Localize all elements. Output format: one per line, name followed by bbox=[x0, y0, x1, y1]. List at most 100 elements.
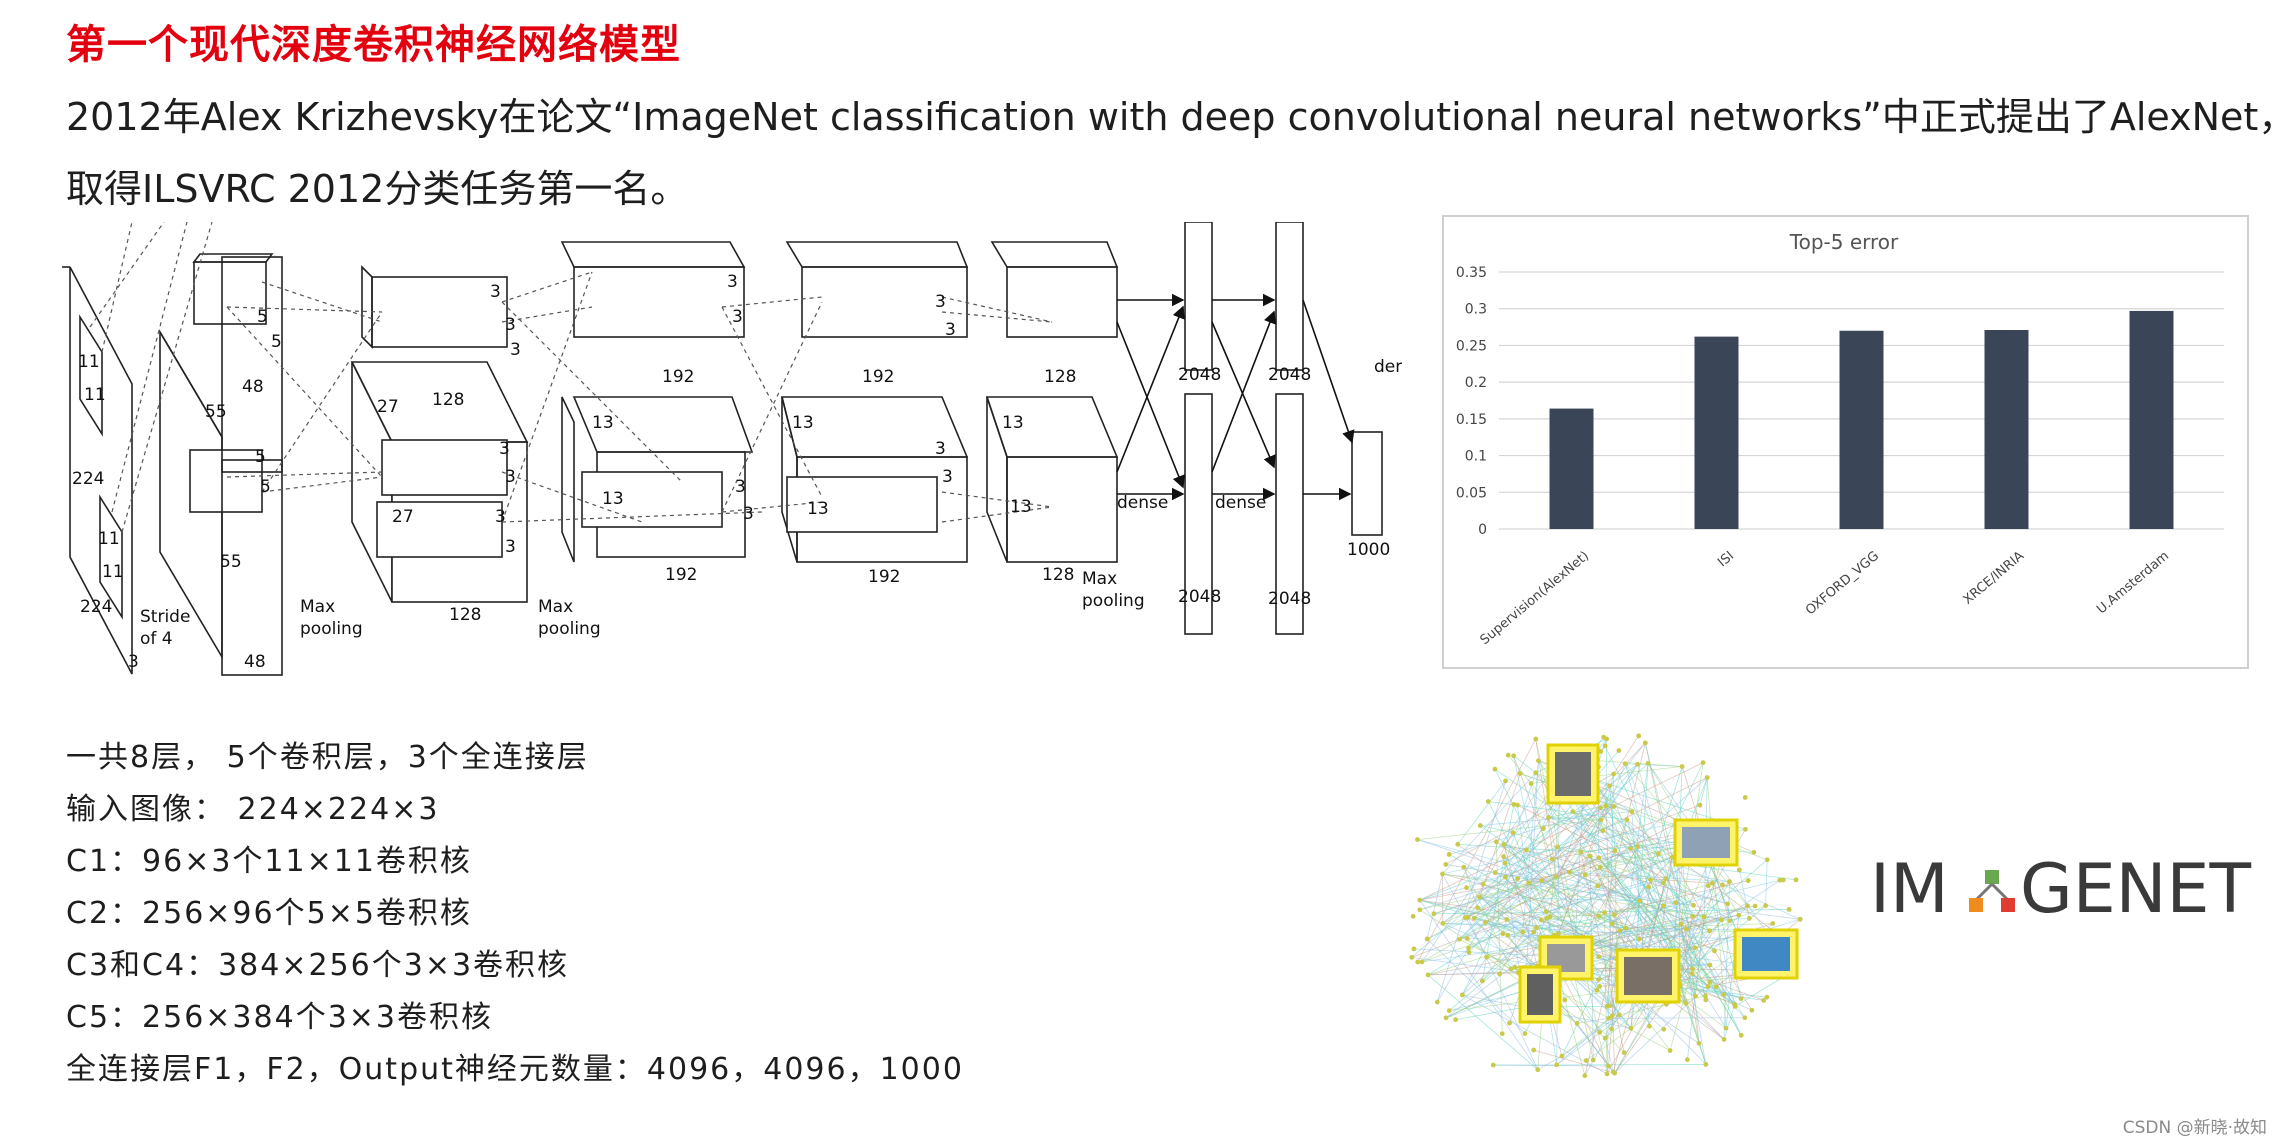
graph-node bbox=[1426, 972, 1431, 977]
graph-node bbox=[1794, 877, 1799, 882]
graph-node bbox=[1722, 1037, 1727, 1042]
graph-node bbox=[1787, 907, 1792, 912]
graph-node bbox=[1539, 918, 1544, 923]
graph-edge bbox=[1449, 806, 1614, 854]
label-3l: 3 bbox=[935, 292, 946, 312]
graph-node bbox=[1520, 930, 1525, 935]
label-27b: 27 bbox=[392, 507, 414, 527]
graph-node bbox=[1719, 917, 1724, 922]
y-tick-label: 0 bbox=[1478, 522, 1487, 538]
alexnet-architecture-diagram: 11 11 224 11 11 224 3 Stride of 4 5 5 48… bbox=[62, 222, 1402, 682]
graph-node bbox=[1596, 977, 1601, 982]
graph-edge bbox=[1420, 888, 1467, 900]
label-max1: Max bbox=[300, 597, 335, 617]
graph-node bbox=[1533, 737, 1538, 742]
spec-item: 一共8层， 5个卷积层，3个全连接层 bbox=[66, 732, 964, 784]
graph-node bbox=[1465, 915, 1470, 920]
graph-node bbox=[1412, 946, 1417, 951]
graph-node bbox=[1444, 1015, 1449, 1020]
label-2048b: 2048 bbox=[1268, 365, 1311, 385]
graph-node bbox=[1750, 1008, 1755, 1013]
graph-node bbox=[1629, 1026, 1634, 1031]
graph-node bbox=[1692, 945, 1697, 950]
label-3i: 3 bbox=[732, 307, 743, 327]
graph-node bbox=[1622, 1050, 1627, 1055]
label-dense2: dense bbox=[1215, 493, 1266, 513]
graph-node bbox=[1690, 971, 1695, 976]
graph-node bbox=[1483, 920, 1488, 925]
graph-node bbox=[1472, 916, 1477, 921]
graph-node bbox=[1617, 1012, 1622, 1017]
y-tick-label: 0.25 bbox=[1456, 338, 1487, 354]
graph-node bbox=[1536, 758, 1541, 763]
graph-node bbox=[1612, 804, 1617, 809]
graph-node bbox=[1467, 950, 1472, 955]
graph-node bbox=[1425, 937, 1430, 942]
label-2048a: 2048 bbox=[1178, 365, 1221, 385]
graph-node bbox=[1761, 998, 1766, 1003]
graph-node bbox=[1582, 1073, 1587, 1078]
label-3m: 3 bbox=[945, 320, 956, 340]
graph-node bbox=[1594, 988, 1599, 993]
label-3j: 3 bbox=[735, 477, 746, 497]
graph-node bbox=[1440, 921, 1445, 926]
graph-node bbox=[1637, 937, 1642, 942]
graph-node bbox=[1409, 955, 1414, 960]
graph-node bbox=[1661, 903, 1666, 908]
graph-node bbox=[1526, 880, 1531, 885]
graph-node bbox=[1505, 933, 1510, 938]
label-2048c: 2048 bbox=[1178, 587, 1221, 607]
graph-node bbox=[1534, 925, 1539, 930]
conv1-top-box bbox=[194, 262, 266, 324]
graph-node bbox=[1707, 928, 1712, 933]
label-max2: Max bbox=[538, 597, 573, 617]
label-3k: 3 bbox=[743, 504, 754, 524]
graph-node bbox=[1603, 744, 1608, 749]
graph-node bbox=[1465, 936, 1470, 941]
graph-node bbox=[1684, 927, 1689, 932]
label-13d: 13 bbox=[807, 499, 829, 519]
graph-node bbox=[1533, 770, 1538, 775]
label-3e: 3 bbox=[505, 467, 516, 487]
graph-node bbox=[1743, 827, 1748, 832]
graph-edge bbox=[1458, 781, 1506, 844]
graph-node bbox=[1706, 984, 1711, 989]
graph-node bbox=[1447, 1008, 1452, 1013]
label-3d: 3 bbox=[499, 439, 510, 459]
graph-node bbox=[1604, 803, 1609, 808]
graph-node bbox=[1598, 805, 1603, 810]
label-55a: 55 bbox=[205, 402, 227, 422]
bar-u-amsterdam bbox=[2130, 311, 2174, 529]
label-128b: 128 bbox=[449, 605, 481, 625]
graph-node bbox=[1720, 882, 1725, 887]
graph-node bbox=[1411, 914, 1416, 919]
dense2-top bbox=[1276, 222, 1303, 370]
graph-node bbox=[1531, 930, 1536, 935]
label-3c: 3 bbox=[510, 340, 521, 360]
graph-node bbox=[1460, 993, 1465, 998]
spec-item: 输入图像： 224×224×3 bbox=[66, 784, 964, 836]
graph-node bbox=[1770, 921, 1775, 926]
graph-node bbox=[1606, 1064, 1611, 1069]
bar-xrce-inria bbox=[1985, 330, 2029, 529]
graph-node bbox=[1515, 876, 1520, 881]
graph-node bbox=[1529, 781, 1534, 786]
graph-node bbox=[1798, 917, 1803, 922]
graph-node bbox=[1747, 916, 1752, 921]
graph-node bbox=[1737, 868, 1742, 873]
graph-node bbox=[1706, 883, 1711, 888]
graph-node bbox=[1647, 1024, 1652, 1029]
graph-node bbox=[1500, 1031, 1505, 1036]
slide-title: 第一个现代深度卷积神经网络模型 bbox=[66, 12, 681, 70]
graph-node bbox=[1663, 876, 1668, 881]
graph-node bbox=[1596, 954, 1601, 959]
graph-node bbox=[1457, 937, 1462, 942]
y-tick-label: 0.2 bbox=[1465, 375, 1487, 391]
label-k11b: 11 bbox=[84, 385, 106, 405]
graph-node bbox=[1497, 971, 1502, 976]
graph-node bbox=[1484, 955, 1489, 960]
graph-node bbox=[1690, 914, 1695, 919]
imagenet-logo-tree-icon bbox=[1969, 870, 2015, 912]
label-2048d: 2048 bbox=[1268, 589, 1311, 609]
x-tick-label: U.Amsterdam bbox=[2094, 549, 2172, 618]
